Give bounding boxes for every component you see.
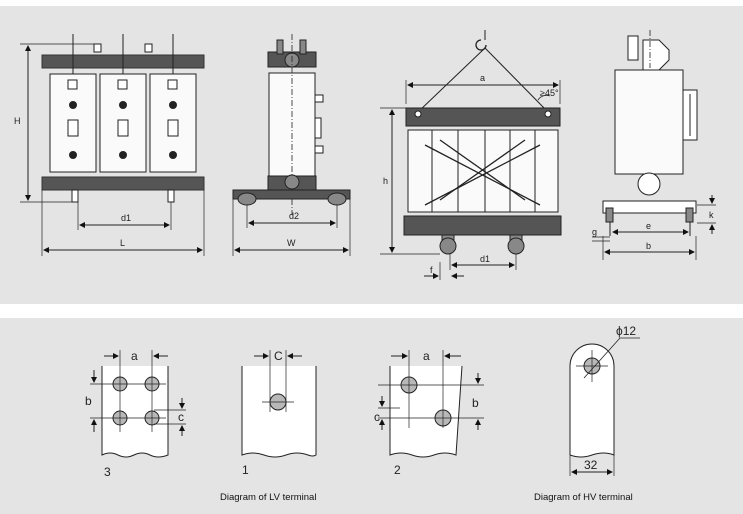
lifting-wheel-label: d1 [480,254,490,264]
end-g-label: g [592,227,597,237]
lifting-view [380,30,562,280]
front-coil-left [49,73,97,173]
lv2-b-label: b [472,396,479,410]
lv-terminal-2 [378,350,484,458]
lv3-b-label: b [85,394,92,408]
lv1-number: 1 [242,463,249,477]
lv2-number: 2 [394,463,401,477]
front-wheel-label: d1 [121,213,131,223]
side-wheel-label: d2 [289,211,299,221]
lv3-number: 3 [104,465,111,479]
end-b-label: b [646,241,651,251]
lifting-offset-label: f [430,265,433,275]
lv1-c-label: C [274,349,283,363]
lv3-c-label: c [178,410,184,424]
hv-terminal [569,337,640,476]
front-view [20,34,205,256]
hv-width-label: 32 [584,458,598,472]
lv-terminal-1 [241,350,317,458]
hv-terminal-caption: Diagram of HV terminal [534,492,633,503]
front-height-label: H [14,116,21,126]
end-view [592,30,716,260]
end-e-label: e [646,221,651,231]
end-k-label: k [709,210,714,220]
lv3-a-label: a [131,349,138,363]
lv2-a-label: a [423,349,430,363]
lv-terminal-3 [90,350,186,458]
front-coil-right [149,73,197,173]
lifting-angle-label: ≥45° [540,88,559,98]
hv-hole-label: ϕ12 [616,324,636,338]
side-width-label: W [287,238,296,248]
lifting-height-label: h [383,176,388,186]
lv-terminal-caption: Diagram of LV terminal [220,492,316,503]
front-length-label: L [120,238,125,248]
lifting-top-label: a [480,73,485,83]
lv2-c-label: c [374,410,380,424]
front-coil-middle [99,73,147,173]
side-view [232,34,351,256]
